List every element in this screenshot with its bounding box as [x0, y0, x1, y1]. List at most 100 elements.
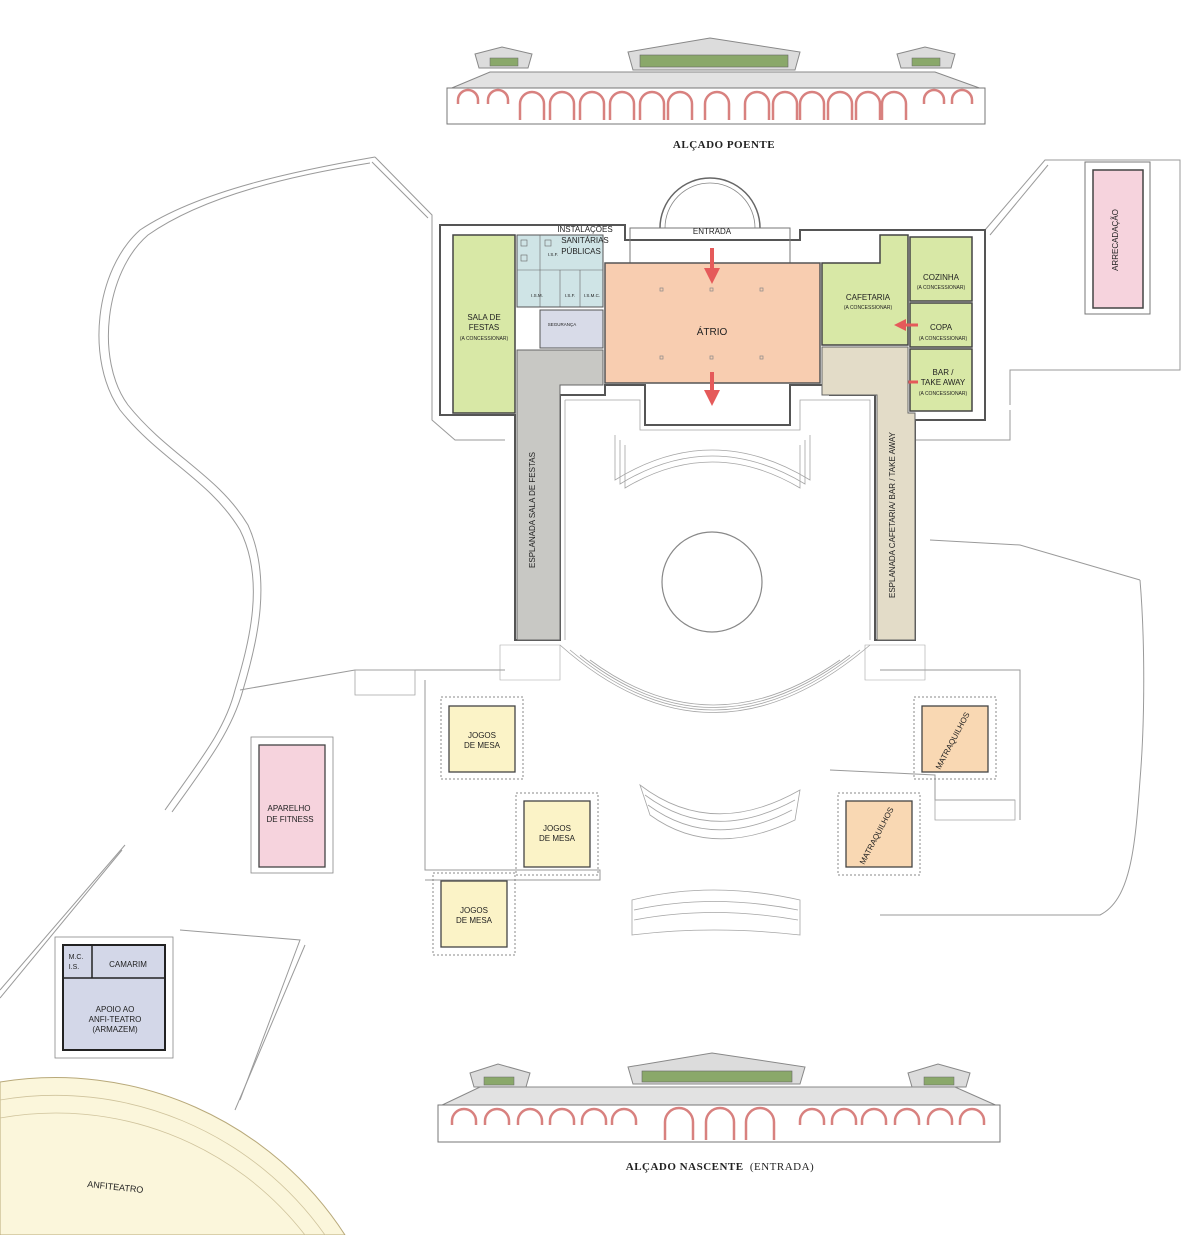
atrio-columns	[659, 287, 764, 360]
atrio-label: ÁTRIO	[697, 325, 728, 338]
east-roof-left-band	[483, 1076, 515, 1086]
west-arches	[456, 88, 974, 120]
bar-label-1: BAR /	[933, 368, 955, 377]
esplanada-festas-label: ESPLANADA SALA DE FESTAS	[528, 452, 537, 568]
west-arch-13	[880, 90, 908, 120]
bar-concessionar: (A CONCESSIONAR)	[919, 391, 968, 397]
east-elevation-title: ALÇADO NASCENTE (ENTRADA)	[626, 1161, 814, 1173]
east-window-1	[450, 1107, 478, 1125]
main-building: ENTRADA ÁTRIO SALA DE FESTAS (A CONCESSI…	[439, 177, 986, 641]
ismc-label: I.S.M.C.	[584, 293, 600, 298]
east-door-2	[704, 1106, 736, 1140]
apoio-room	[62, 944, 166, 1051]
east-window-right-3	[860, 1107, 888, 1125]
seguranca-room	[539, 309, 604, 349]
central-plaza	[354, 399, 1016, 936]
east-window-right-4	[893, 1107, 921, 1125]
sala-festas-room	[452, 234, 516, 414]
amphitheatre-seating	[0, 1077, 346, 1235]
esplanada-cafetaria-label: ESPLANADA CAFETARIA/ BAR / TAKE AWAY	[888, 431, 897, 598]
west-window-1	[456, 88, 480, 104]
atrio-room	[604, 262, 821, 384]
instalacoes-label-1: INSTALAÇÕES	[557, 225, 612, 234]
west-elevation: ALÇADO POENTE	[446, 37, 986, 151]
east-window-3	[516, 1107, 544, 1125]
apoio-label-2: ANFI-TEATRO	[89, 1015, 142, 1024]
cafetaria-room	[821, 234, 909, 346]
west-arch-2	[548, 90, 576, 120]
isf2-label: I.S.F.	[565, 293, 575, 298]
arrecadacao-room	[1092, 169, 1144, 309]
east-door-1	[663, 1106, 695, 1140]
roof-right-band	[911, 57, 941, 67]
fitness-area: APARELHO DE FITNESS	[250, 736, 334, 874]
jogos-2-label-2: DE MESA	[539, 834, 576, 843]
matraquilhos-1	[921, 705, 989, 773]
camarim-label: CAMARIM	[109, 960, 147, 969]
matraquilhos-2	[845, 800, 913, 868]
esplanada-festas	[516, 349, 604, 641]
arrecadacao-label: ARRECADAÇÃO	[1111, 209, 1120, 271]
bar-label-2: TAKE AWAY	[921, 378, 966, 387]
west-elevation-title: ALÇADO POENTE	[673, 139, 775, 151]
sala-festas-label-2: FESTAS	[469, 323, 500, 332]
west-arch-8	[743, 90, 771, 120]
west-window-right-1	[922, 88, 946, 104]
west-arch-12	[854, 90, 882, 120]
jogos-1-label-2: DE MESA	[464, 741, 501, 750]
copa-label: COPA	[930, 323, 953, 332]
apoio-label-1: APOIO AO	[96, 1005, 135, 1014]
west-arch-3	[578, 90, 606, 120]
esplanada-cafetaria	[821, 346, 916, 641]
roof-right-tower	[896, 46, 956, 69]
seguranca-label: SEGURANÇA	[548, 322, 577, 327]
instalacoes-label-3: PÚBLICAS	[561, 247, 601, 256]
east-window-right-2	[830, 1107, 858, 1125]
copa-concessionar: (A CONCESSIONAR)	[919, 336, 968, 342]
entrance-portico	[659, 177, 761, 229]
west-arch-4	[608, 90, 636, 120]
toilet-partitions	[517, 235, 603, 307]
jogos-mesa-3	[440, 880, 508, 948]
jogos-1-label-1: JOGOS	[468, 731, 496, 740]
instalacoes-label-2: SANITÁRIAS	[561, 236, 609, 245]
amphitheatre: ANFITEATRO	[0, 1077, 346, 1235]
east-title-main: ALÇADO NASCENTE	[626, 1161, 744, 1173]
west-wall	[446, 87, 986, 125]
east-title-note: (ENTRADA)	[750, 1161, 814, 1173]
games-area: JOGOS DE MESA JOGOS DE MESA JOGOS DE MES…	[432, 696, 997, 956]
is-label: I.S.	[69, 964, 80, 971]
cafetaria-label: CAFETARIA	[846, 293, 891, 302]
ism-label: I.S.M.	[531, 293, 543, 298]
jogos-mesa-2	[523, 800, 591, 868]
east-wall	[437, 1104, 1001, 1143]
east-window-right-1	[798, 1107, 826, 1125]
apoio-building: M.C. I.S. CAMARIM APOIO AO ANFI-TEATRO (…	[54, 936, 174, 1059]
west-arch-7	[703, 90, 731, 120]
west-arch-9	[771, 90, 799, 120]
entrada-label: ENTRADA	[693, 227, 732, 236]
west-window-2	[486, 88, 510, 104]
west-arch-1	[518, 90, 546, 120]
east-roof-long	[437, 1086, 1001, 1108]
east-roof-band	[641, 1070, 793, 1083]
jogos-3-label-2: DE MESA	[456, 916, 493, 925]
east-roof-right-band	[923, 1076, 955, 1086]
west-arch-11	[826, 90, 854, 120]
cafetaria-concessionar: (A CONCESSIONAR)	[844, 305, 893, 311]
east-window-right-5	[926, 1107, 954, 1125]
fitness-room	[258, 744, 326, 868]
jogos-2-label-1: JOGOS	[543, 824, 571, 833]
copa-room	[909, 302, 973, 348]
jogos-mesa-1	[448, 705, 516, 773]
arrecadacao-building: ARRECADAÇÃO	[1084, 161, 1151, 315]
roof-left-band	[489, 57, 519, 67]
east-window-6	[610, 1107, 638, 1125]
east-door-3	[744, 1106, 776, 1140]
west-arch-6	[666, 90, 694, 120]
mc-label: M.C.	[69, 954, 84, 961]
roof-long	[446, 71, 986, 91]
east-roof-right	[907, 1063, 971, 1088]
fitness-label-1: APARELHO	[268, 804, 311, 813]
east-elevation: ALÇADO NASCENTE (ENTRADA)	[437, 1052, 1001, 1173]
